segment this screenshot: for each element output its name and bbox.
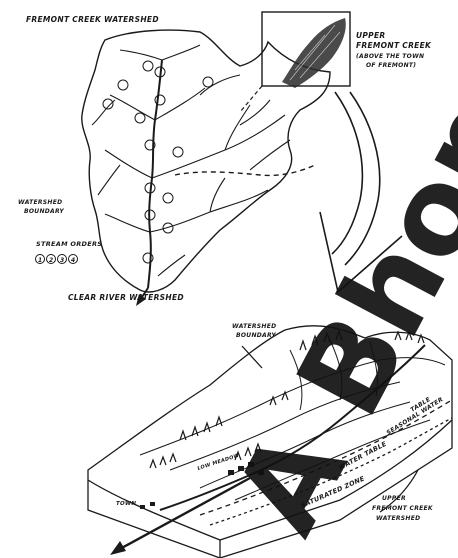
order-4: 4 <box>71 257 75 264</box>
stream-order-legend: 1 2 3 4 <box>36 255 78 265</box>
outflow-arrowhead <box>110 541 126 555</box>
tributaries <box>92 45 290 276</box>
upper-title-2: FREMONT CREEK <box>356 41 432 50</box>
top-title: FREMONT CREEK WATERSHED <box>26 15 159 24</box>
order-2: 2 <box>49 257 53 264</box>
stream-orders-label: STREAM ORDERS <box>36 240 102 248</box>
upper-title-4: OF FREMONT) <box>366 62 416 69</box>
upper-basin-inset <box>240 12 350 112</box>
boundary-label-2: BOUNDARY <box>24 208 64 215</box>
lower-label-3: WATERSHED <box>376 515 420 522</box>
subbasin-divide <box>175 165 315 175</box>
watermark: A Bhopal <box>208 0 458 554</box>
upper-title-3: (ABOVE THE TOWN <box>356 53 424 60</box>
lower-label-1: UPPER <box>382 495 406 502</box>
lower-label-2: FREMONT CREEK <box>372 505 434 512</box>
clear-river-label: CLEAR RIVER WATERSHED <box>68 293 184 302</box>
order-3: 3 <box>60 257 64 264</box>
town-label: TOWN <box>116 501 136 507</box>
order-1: 1 <box>38 257 42 264</box>
inset-hatched-basin <box>282 18 346 88</box>
upper-title-1: UPPER <box>356 31 385 40</box>
wshed-boundary-label-1: WATERSHED <box>232 323 276 330</box>
wshed-boundary-label-2: BOUNDARY <box>236 332 276 339</box>
boundary-label-1: WATERSHED <box>18 199 62 206</box>
inset-connector <box>240 86 262 112</box>
